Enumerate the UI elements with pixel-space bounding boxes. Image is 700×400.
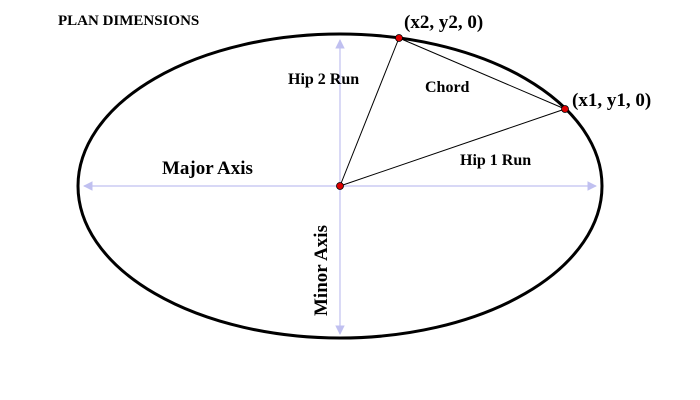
hip-1-run-line: [339, 108, 566, 187]
major-axis-label: Major Axis: [162, 158, 253, 179]
chord-line: [398, 37, 566, 110]
chord-label: Chord: [425, 79, 470, 96]
point-1-marker: [561, 105, 569, 113]
ellipse-outline: [76, 32, 604, 340]
diagram-title: PLAN DIMENSIONS: [58, 13, 199, 29]
point-2-label: (x2, y2, 0): [404, 12, 483, 33]
point-2-marker: [395, 34, 403, 42]
hip-2-run-label: Hip 2 Run: [288, 71, 359, 88]
minor-axis-label: Minor Axis: [311, 225, 332, 316]
hip-2-run-line: [339, 37, 400, 187]
point-1-label: (x1, y1, 0): [572, 90, 651, 111]
hip-1-run-label: Hip 1 Run: [460, 152, 531, 169]
center-point: [336, 182, 344, 190]
